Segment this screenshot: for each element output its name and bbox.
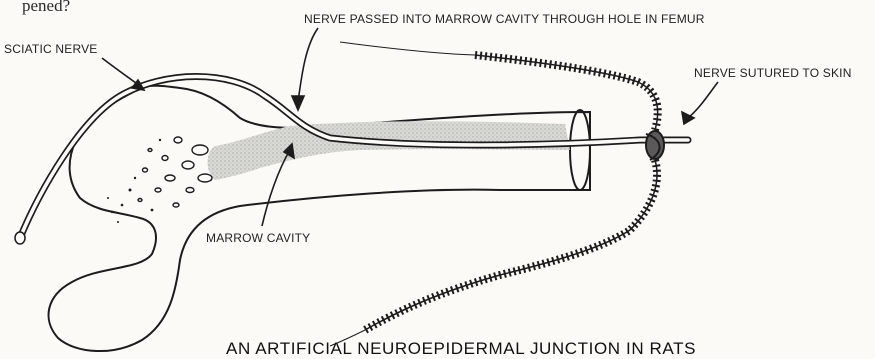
label-marrow-cavity: MARROW CAVITY bbox=[206, 231, 310, 245]
figure-caption: AN ARTIFICIAL NEUROEPIDERMAL JUNCTION IN… bbox=[226, 339, 696, 359]
arrow-sciatic bbox=[102, 58, 140, 86]
spongy-bone-fragments bbox=[138, 137, 212, 207]
femur-end-hole bbox=[570, 110, 590, 190]
marrow-cavity-region bbox=[208, 121, 571, 180]
top-fragment-text: pened? bbox=[22, 0, 70, 16]
suture-knot bbox=[646, 131, 664, 160]
arrow-nerve-passed bbox=[298, 28, 318, 102]
label-nerve-sutured: NERVE SUTURED TO SKIN bbox=[694, 66, 852, 80]
skin-layer bbox=[330, 42, 658, 346]
label-sciatic-nerve: SCIATIC NERVE bbox=[4, 42, 98, 56]
arrow-sutured bbox=[688, 82, 718, 118]
label-nerve-passed: NERVE PASSED INTO MARROW CAVITY THROUGH … bbox=[304, 12, 705, 26]
spongy-bone-dots bbox=[107, 139, 161, 223]
